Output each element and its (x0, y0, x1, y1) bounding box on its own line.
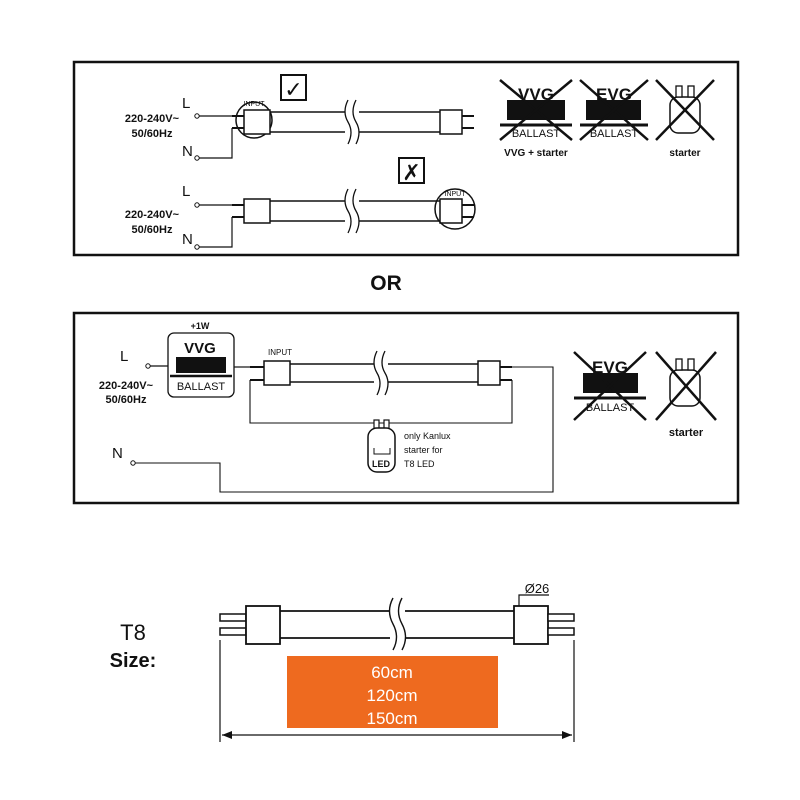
neutral-terminal-dot (194, 244, 200, 250)
led-tube-correct: INPUT (232, 99, 474, 145)
size-label: Size: (110, 650, 157, 672)
starter-icon (669, 96, 701, 134)
live-terminal-label: L (182, 183, 190, 200)
starter-note-line2: starter for (404, 445, 443, 455)
led-tube-wrong: INPUT (232, 188, 476, 234)
check-icon: ✓ (284, 78, 302, 103)
mains-frequency-label: 50/60Hz (132, 224, 173, 236)
starter-crossed: starter (655, 351, 717, 439)
evg-ballast-crossed: EVG BALLAST (579, 79, 649, 141)
size-section: T8 Size: Ø26 60cm 120cm 150cm (110, 581, 575, 742)
wrong-connection-row: 220-240V~ 50/60Hz L N (125, 157, 476, 250)
starter-caption: starter (669, 427, 704, 439)
starter-caption: starter (669, 148, 700, 159)
vvg-starter-caption: VVG + starter (504, 148, 568, 159)
cross-icon: ✗ (402, 161, 420, 186)
input-highlight-circle (434, 188, 476, 230)
led-tube-bottom (250, 350, 512, 396)
mains-voltage-label: 220-240V~ (99, 380, 154, 392)
mains-frequency-label: 50/60Hz (132, 128, 173, 140)
vvg-label: VVG (518, 85, 554, 104)
bottom-wiring-panel: L N 220-240V~ 50/60Hz +1W VVG BALLAST IN… (72, 311, 740, 505)
led-starter-label: LED (372, 459, 391, 469)
input-label: INPUT (244, 101, 266, 108)
kanlux-led-starter: LED only Kanlux starter for T8 LED (367, 419, 451, 473)
ballast-label: BALLAST (590, 128, 639, 140)
ballast-power-label: +1W (191, 321, 210, 331)
evg-label: EVG (596, 85, 632, 104)
ballast-label: BALLAST (512, 128, 561, 140)
neutral-terminal-label: N (112, 445, 123, 462)
length-dimension-line (219, 640, 575, 742)
top-wiring-panel: 220-240V~ 50/60Hz L N INPUT (72, 60, 740, 257)
correct-connection-row: 220-240V~ 50/60Hz L N INPUT (125, 74, 474, 161)
wrong-checkbox: ✗ (398, 157, 425, 186)
input-highlight-circle (235, 101, 273, 139)
evg-ballast-crossed: EVG BALLAST (573, 351, 647, 421)
live-terminal-label: L (182, 95, 190, 112)
live-terminal-dot (194, 202, 200, 208)
neutral-terminal-label: N (182, 143, 193, 160)
neutral-terminal-dot (194, 155, 200, 161)
t8-tube-drawing (219, 597, 575, 651)
mains-voltage-label: 220-240V~ (125, 209, 180, 221)
mains-voltage-label: 220-240V~ (125, 113, 180, 125)
mains-frequency-label: 50/60Hz (106, 394, 147, 406)
live-terminal-label: L (120, 348, 128, 365)
correct-checkbox: ✓ (280, 74, 307, 103)
starter-note-line1: only Kanlux (404, 431, 451, 441)
ballast-label: BALLAST (177, 381, 226, 393)
or-separator: OR (370, 272, 402, 295)
length-option-120: 120cm (366, 686, 417, 705)
live-terminal-dot (194, 113, 200, 119)
input-label: INPUT (268, 348, 292, 357)
led-starter-icon (367, 427, 396, 473)
length-option-60: 60cm (371, 663, 413, 682)
length-option-150: 150cm (366, 709, 417, 728)
diameter-label: Ø26 (525, 581, 550, 596)
evg-label: EVG (592, 358, 628, 377)
vvg-ballast: +1W VVG BALLAST (167, 321, 235, 398)
ballast-label: BALLAST (586, 402, 635, 414)
vvg-ballast-crossed: VVG BALLAST VVG + starter (499, 79, 573, 159)
length-options-box (287, 656, 498, 728)
neutral-terminal-label: N (182, 231, 193, 248)
input-label: INPUT (445, 191, 467, 198)
tube-type-label: T8 (120, 620, 146, 645)
starter-crossed: starter (655, 79, 715, 159)
vvg-label: VVG (184, 340, 216, 357)
starter-note-line3: T8 LED (404, 459, 435, 469)
